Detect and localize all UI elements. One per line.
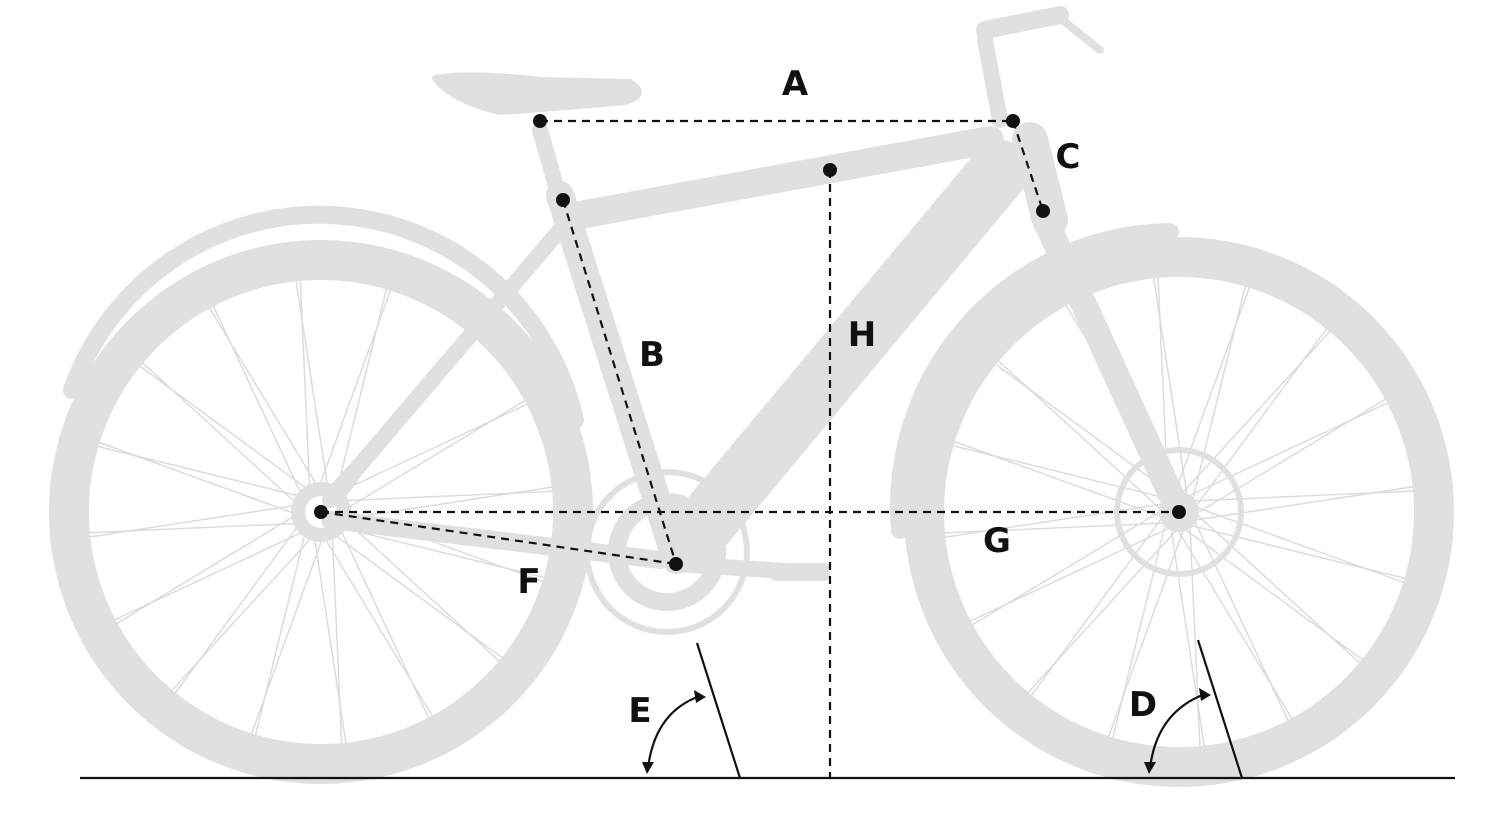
angle-E-line	[695, 642, 742, 779]
spoke	[334, 288, 388, 499]
spoke	[1196, 486, 1414, 521]
spoke	[295, 280, 330, 495]
spoke	[944, 503, 1162, 538]
arrowheads	[642, 688, 1211, 774]
line-B-seat-tube	[561, 199, 678, 565]
spoke	[312, 529, 347, 744]
label-C: C	[1056, 137, 1081, 177]
measurement-lines	[80, 119, 1455, 780]
spoke	[254, 525, 308, 736]
spoke	[995, 363, 1173, 495]
spoke	[1170, 529, 1205, 747]
spoke	[1030, 518, 1162, 696]
spoke	[1189, 527, 1201, 747]
spoke	[327, 529, 503, 659]
bike-silhouette	[49, 6, 1454, 787]
angle-D-arrow	[1148, 692, 1206, 769]
spoke	[338, 486, 553, 521]
spoke	[250, 530, 326, 735]
spoke	[320, 531, 433, 717]
front-fender	[890, 223, 1179, 539]
line-F-chainstay	[320, 510, 677, 566]
spoke	[89, 522, 306, 534]
spoke	[1192, 285, 1246, 499]
angle-E-arrow	[646, 694, 701, 769]
frame	[321, 6, 1192, 574]
spoke	[331, 527, 343, 744]
spoke	[952, 445, 1166, 499]
spoke	[209, 307, 322, 493]
spoke	[174, 518, 304, 694]
spoke	[1178, 531, 1293, 719]
spoke	[944, 522, 1164, 534]
measurement-points	[314, 114, 1186, 571]
label-H: H	[848, 315, 876, 355]
spoke	[1153, 277, 1188, 495]
spoke	[299, 280, 311, 497]
spoke	[89, 503, 304, 538]
chainring	[584, 469, 830, 635]
spoke	[1189, 402, 1389, 497]
rear-fender	[63, 205, 584, 429]
spoke	[1197, 507, 1404, 584]
spoke	[98, 441, 303, 517]
spoke	[1194, 522, 1289, 722]
spoke	[336, 522, 430, 719]
spoke	[97, 445, 308, 499]
label-E: E	[628, 691, 651, 731]
spoke	[1194, 490, 1414, 502]
angle-D-line	[1196, 639, 1244, 779]
spoke	[331, 403, 528, 497]
spoke	[1185, 529, 1363, 661]
label-F: F	[517, 562, 540, 602]
label-G: G	[983, 521, 1011, 561]
label-B: B	[639, 335, 665, 375]
label-A: A	[782, 64, 809, 104]
label-D: D	[1129, 685, 1157, 725]
spoke	[336, 490, 553, 502]
spoke	[1196, 328, 1328, 506]
line-C-head-tube	[1011, 120, 1045, 212]
spoke	[212, 305, 306, 502]
spoke	[1112, 525, 1166, 739]
saddle	[432, 72, 642, 115]
spoke	[972, 511, 1160, 626]
spoke	[114, 527, 311, 621]
spoke	[139, 365, 315, 495]
spoke	[116, 511, 302, 624]
